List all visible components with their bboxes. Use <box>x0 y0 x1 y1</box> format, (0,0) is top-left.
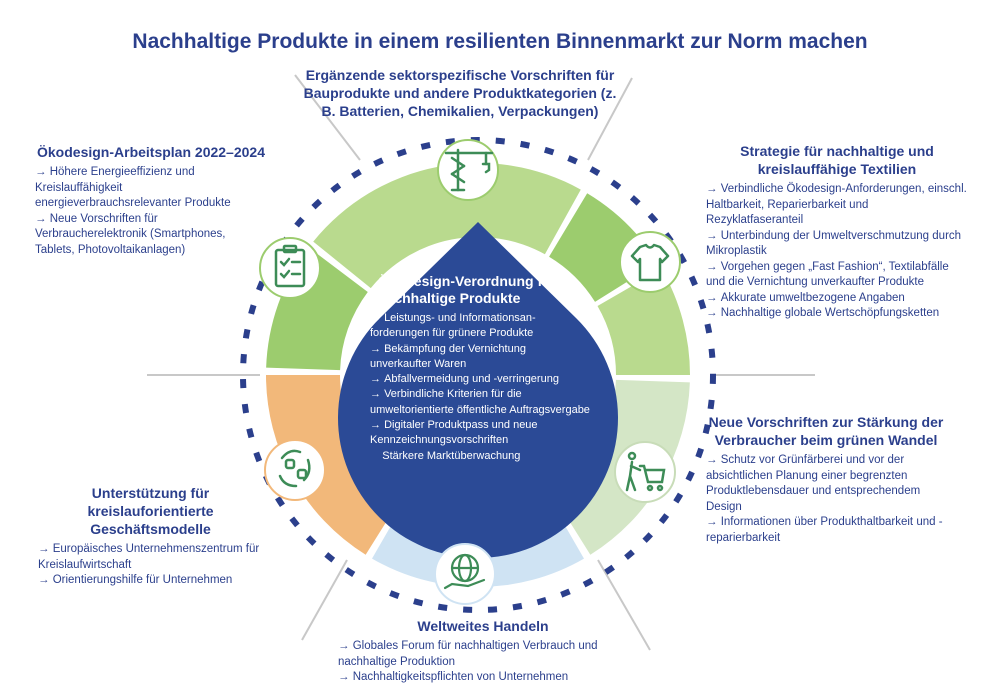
t-shirt-icon <box>619 231 681 293</box>
list-item: Verbindliche Kriterien für die umweltori… <box>370 387 590 418</box>
shopping-cart-icon <box>614 441 676 503</box>
list-item: Digitaler Produktpass und neue Kennzeich… <box>370 418 590 449</box>
left-bottom-list: Europäisches Unternehmenszentrum für Kre… <box>38 542 263 589</box>
list-item: Unterbindung der Umweltverschmutzung dur… <box>706 229 968 260</box>
separator-line <box>294 74 361 161</box>
segment-top <box>313 163 581 289</box>
list-item: Orientierungshilfe für Unternehmen <box>38 573 263 589</box>
segment-right-top-lower <box>597 269 690 375</box>
list-item: Stärkere Marktüberwachung <box>382 449 521 462</box>
center-text-block: Ökodesign-Verordnung für nachhaltige Pro… <box>370 273 590 464</box>
center-list: Leistungs- und Informationsan-forderunge… <box>370 311 590 464</box>
bottom-block: Weltweites Handeln Globales Forum für na… <box>338 617 628 686</box>
left-bottom-title: Unterstützung für kreislauforientierte G… <box>87 485 214 537</box>
left-top-list: Höhere Energieeffizienz und Kreislauffäh… <box>35 165 267 258</box>
top-block: Ergänzende sektorspezifische Vorschrifte… <box>300 66 620 124</box>
globe-hand-icon <box>434 543 496 605</box>
circular-hands-icon <box>264 439 326 501</box>
right-top-title: Strategie für nachhaltige und kreislauff… <box>740 143 934 177</box>
crane-icon <box>437 139 499 201</box>
list-item: Nachhaltige globale Wertschöpfungsketten <box>706 306 968 322</box>
list-item: Akkurate umweltbezogene Angaben <box>706 291 968 307</box>
right-top-block: Strategie für nachhaltige und kreislauff… <box>706 142 968 322</box>
list-item: Vorgehen gegen „Fast Fashion“, Textilabf… <box>706 260 968 291</box>
center-title: Ökodesign-Verordnung für nachhaltige Pro… <box>378 273 557 306</box>
right-bottom-block: Neue Vorschriften zur Stärkung der Verbr… <box>706 413 946 546</box>
bottom-title: Weltweites Handeln <box>417 618 549 634</box>
separator-line <box>587 77 633 161</box>
list-item: Abfallvermeidung und -verringerung <box>370 372 590 387</box>
separator-line <box>597 559 651 651</box>
list-item: Leistungs- und Informationsan-forderunge… <box>370 311 590 342</box>
top-title: Ergänzende sektorspezifische Vorschrifte… <box>303 67 617 119</box>
left-top-title: Ökodesign-Arbeitsplan 2022–2024 <box>37 144 265 160</box>
dashed-ring <box>240 137 716 613</box>
right-bottom-list: Schutz vor Grünfärberei und vor der absi… <box>706 453 946 546</box>
clipboard-checklist-icon <box>259 237 321 299</box>
right-bottom-title: Neue Vorschriften zur Stärkung der Verbr… <box>708 414 944 448</box>
list-item: Informationen über Produkthaltbarkeit un… <box>706 515 946 546</box>
separator-line <box>301 559 348 641</box>
separator-lines <box>147 74 815 651</box>
list-item: Europäisches Unternehmenszentrum für Kre… <box>38 542 263 573</box>
list-item: Nachhaltigkeitspflichten von Unternehmen <box>338 670 628 686</box>
list-item: Höhere Energieeffizienz und Kreislauffäh… <box>35 165 267 212</box>
segment-left-bottom <box>266 375 405 555</box>
list-item: Globales Forum für nachhaltigen Verbrauc… <box>338 639 628 670</box>
list-item: Bekämpfung der Vernichtung unverkaufter … <box>370 342 590 373</box>
bottom-list: Globales Forum für nachhaltigen Verbrauc… <box>338 639 628 686</box>
list-item: Schutz vor Grünfärberei und vor der absi… <box>706 453 946 515</box>
left-top-block: Ökodesign-Arbeitsplan 2022–2024 Höhere E… <box>35 143 267 258</box>
page-title: Nachhaltige Produkte in einem resiliente… <box>132 30 868 53</box>
list-item: Neue Vorschriften für Verbraucherelektro… <box>35 212 267 259</box>
list-item: Verbindliche Ökodesign-Anforderungen, ei… <box>706 182 968 229</box>
right-top-list: Verbindliche Ökodesign-Anforderungen, ei… <box>706 182 968 322</box>
left-bottom-block: Unterstützung für kreislauforientierte G… <box>38 484 263 589</box>
